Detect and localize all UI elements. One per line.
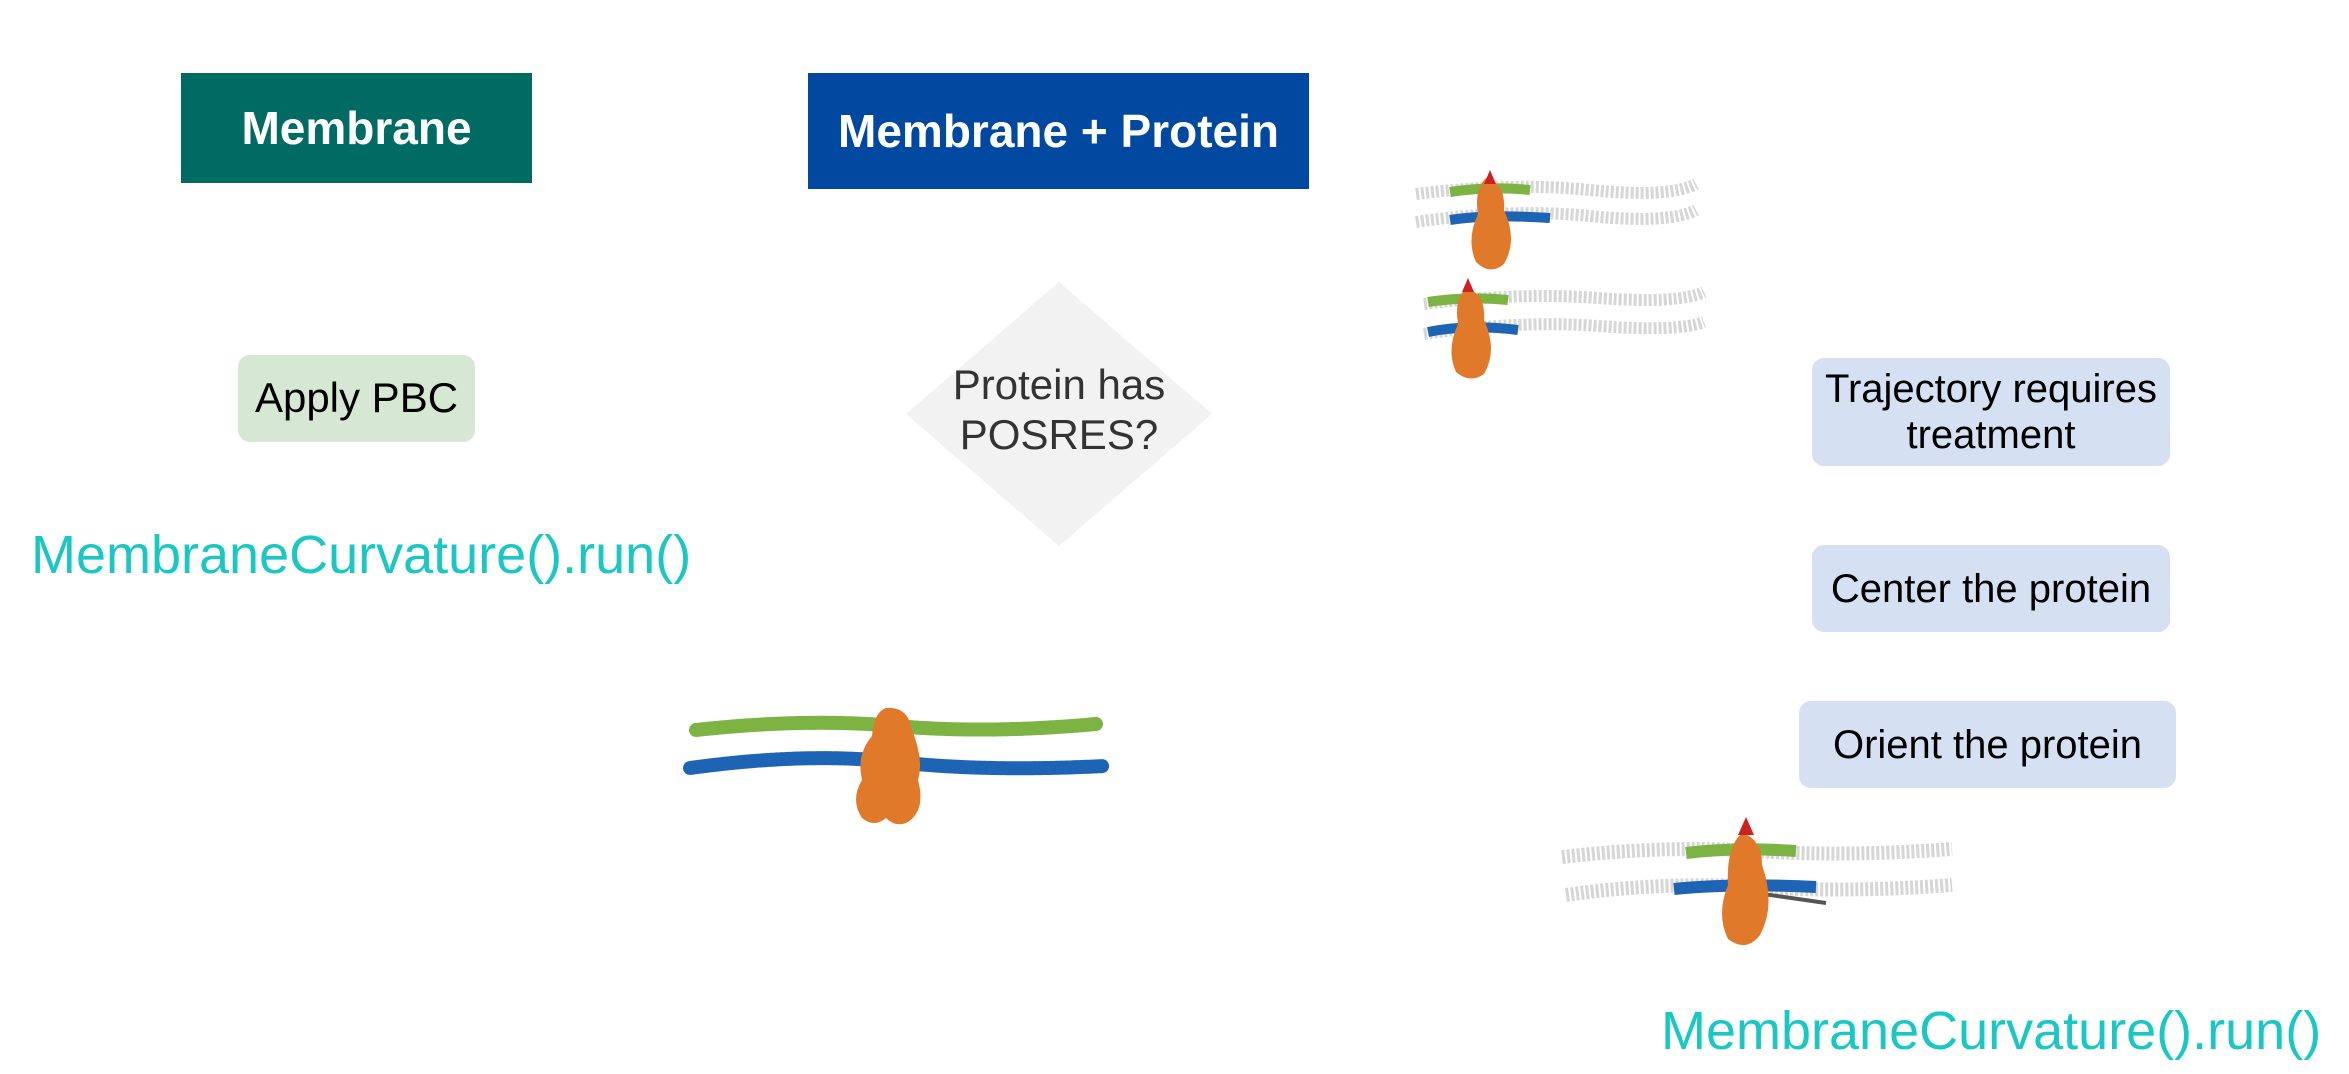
membrane-protein-header: Membrane + Protein	[808, 73, 1309, 189]
membrane-protein-header-label: Membrane + Protein	[838, 105, 1279, 157]
trajectory-requires-treatment-step: Trajectory requires treatment	[1812, 358, 2170, 466]
posres-decision-diamond	[906, 282, 1212, 546]
apply-pbc-step: Apply PBC	[238, 355, 475, 442]
orient-protein-label: Orient the protein	[1832, 722, 2143, 767]
membrane-header-label: Membrane	[241, 102, 472, 154]
membrane-curvature-call-left: MembraneCurvature().run()	[31, 525, 692, 585]
decision-line-1: Protein has	[952, 361, 1166, 408]
trajectory-step-line-2: treatment	[1906, 413, 2076, 457]
unwrapped-membrane-render-1	[1415, 170, 1699, 270]
center-protein-label: Center the protein	[1830, 566, 2152, 611]
unwrapped-membrane-render-2	[1423, 278, 1707, 379]
trajectory-step-line-1: Trajectory requires	[1825, 367, 2157, 411]
apply-pbc-label: Apply PBC	[254, 374, 459, 422]
decision-line-2: POSRES?	[959, 411, 1159, 459]
membrane-header: Membrane	[181, 73, 532, 183]
orient-protein-step: Orient the protein	[1799, 701, 2176, 788]
centered-oriented-membrane-render	[1561, 817, 1953, 946]
center-protein-step: Center the protein	[1812, 545, 2170, 632]
membrane-protein-render-centered	[683, 707, 1111, 825]
posres-decision-text: Protein has POSRES?	[906, 360, 1212, 461]
membrane-curvature-call-right: MembraneCurvature().run()	[1661, 1001, 2322, 1061]
